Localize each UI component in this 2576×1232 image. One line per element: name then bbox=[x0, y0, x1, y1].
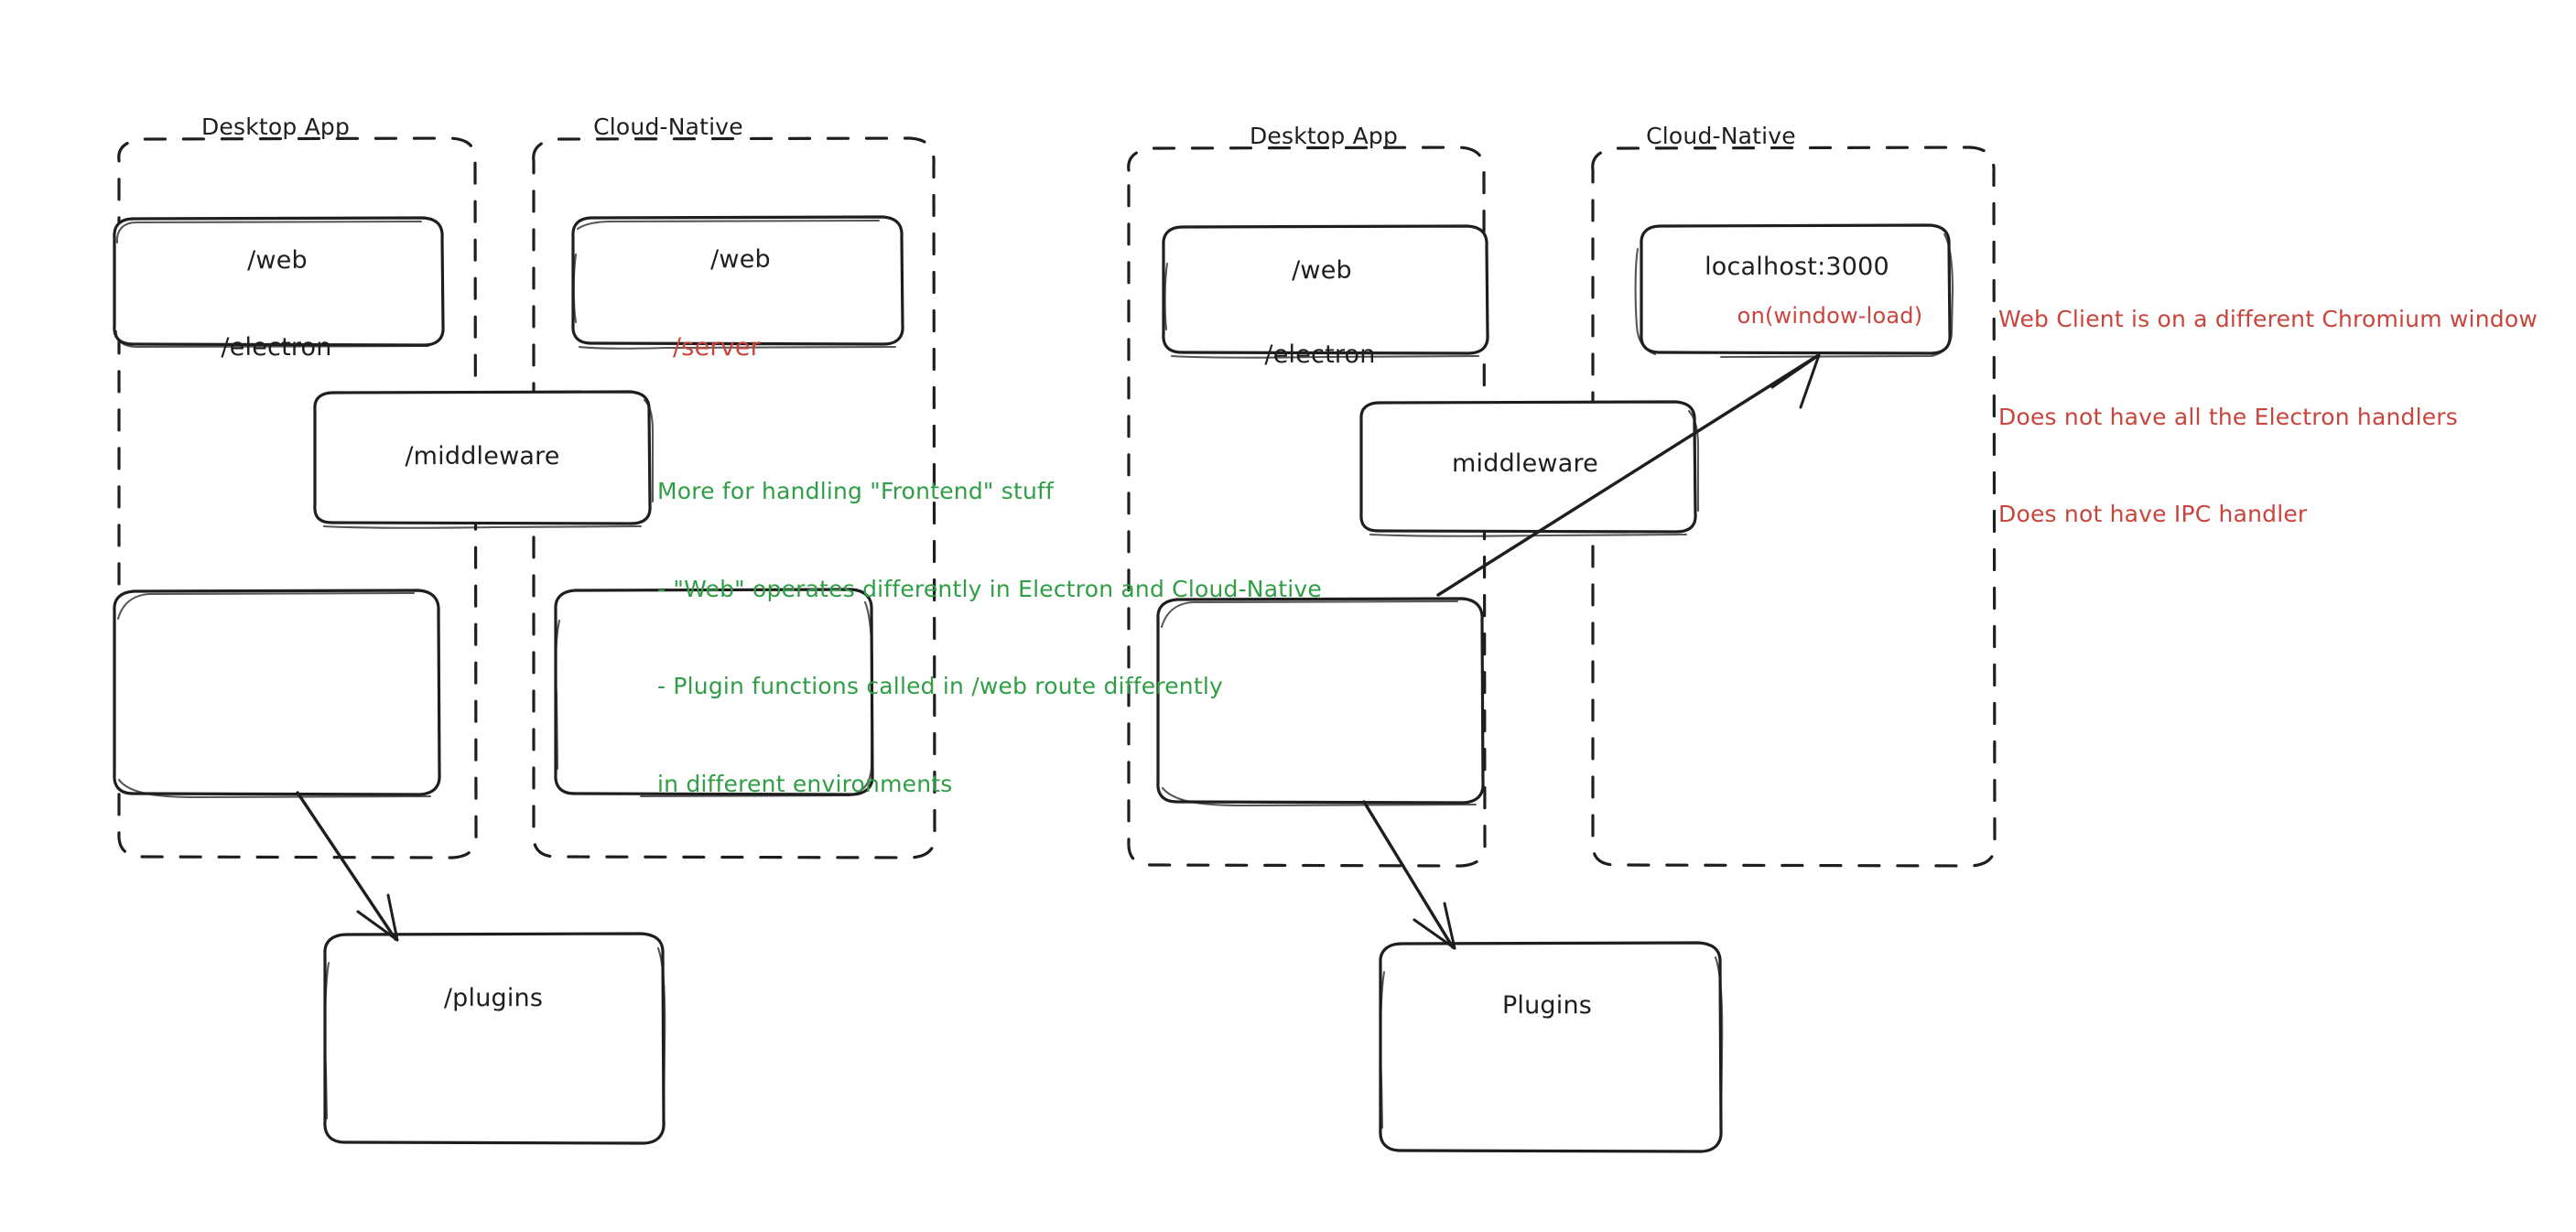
green-note-line-3: - Plugin functions called in /web route … bbox=[657, 673, 1223, 699]
left-middleware-label: /middleware bbox=[405, 442, 560, 470]
left-plugins-box bbox=[323, 932, 666, 1145]
right-localhost-sublabel: on(window-load) bbox=[1737, 303, 1923, 329]
right-electron-to-localhost-arrow bbox=[1436, 353, 1821, 597]
left-desktop-electron-label: /electron bbox=[221, 333, 332, 362]
left-desktop-web-label: /web bbox=[247, 246, 308, 275]
right-desktop-electron-label: /electron bbox=[1264, 340, 1376, 369]
right-localhost-label: localhost:3000 bbox=[1705, 253, 1889, 281]
red-annotation-note: Web Client is on a different Chromium wi… bbox=[1998, 238, 2538, 596]
green-note-line-2: - "Web" operates differently in Electron… bbox=[657, 575, 1322, 602]
left-cloud-server-box bbox=[554, 588, 874, 798]
right-desktop-app-title: Desktop App bbox=[1249, 123, 1399, 149]
right-electron-to-plugins-arrow bbox=[1362, 800, 1456, 950]
left-desktop-app-title: Desktop App bbox=[200, 113, 351, 140]
red-note-line-2: Does not have all the Electron handlers bbox=[1998, 403, 2459, 430]
right-cloud-native-container bbox=[1591, 146, 1997, 868]
right-desktop-web-label: /web bbox=[1292, 256, 1352, 285]
left-desktop-web-box bbox=[113, 216, 445, 349]
red-note-line-3: Does not have IPC handler bbox=[1998, 501, 2308, 527]
right-middleware-box bbox=[1359, 400, 1700, 537]
red-note-line-1: Web Client is on a different Chromium wi… bbox=[1998, 306, 2538, 332]
left-electron-to-plugins-arrow bbox=[296, 791, 399, 942]
left-cloud-web-box bbox=[571, 215, 904, 350]
left-cloud-native-title: Cloud-Native bbox=[593, 113, 743, 140]
left-desktop-electron-box bbox=[113, 589, 441, 799]
right-desktop-app-container bbox=[1127, 146, 1487, 868]
green-note-line-1: More for handling "Frontend" stuff bbox=[657, 478, 1055, 504]
left-plugins-label: /plugins bbox=[443, 984, 544, 1012]
left-cloud-native-container bbox=[532, 136, 936, 859]
right-desktop-electron-box bbox=[1156, 597, 1485, 807]
green-annotation-note: More for handling "Frontend" stuff - "We… bbox=[657, 410, 1322, 865]
left-desktop-app-container bbox=[117, 136, 478, 859]
right-plugins-box bbox=[1379, 941, 1724, 1153]
left-middleware-box bbox=[313, 390, 655, 529]
right-localhost-box bbox=[1634, 223, 1954, 359]
right-plugins-label: Plugins bbox=[1501, 991, 1593, 1020]
right-cloud-native-title: Cloud-Native bbox=[1646, 123, 1796, 149]
green-note-line-4: in different environments bbox=[657, 770, 953, 797]
left-cloud-web-label: /web bbox=[710, 245, 771, 274]
right-middleware-label: middleware bbox=[1452, 449, 1598, 478]
left-cloud-server-label: /server bbox=[673, 333, 761, 362]
right-desktop-web-box bbox=[1162, 224, 1489, 359]
